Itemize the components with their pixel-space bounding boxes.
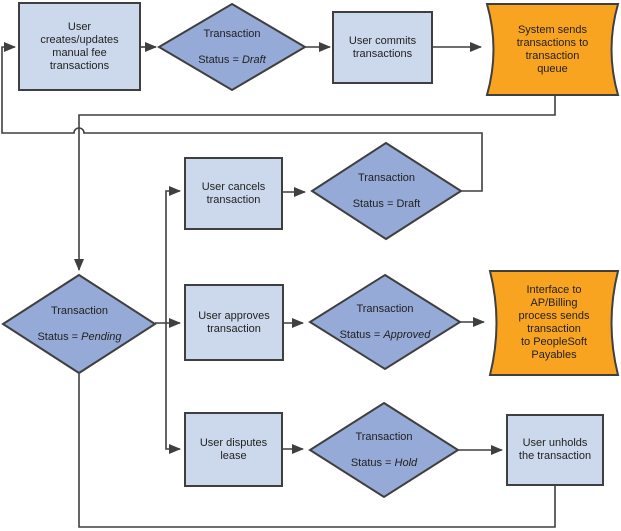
connector-branch-to-cancel — [165, 186, 181, 323]
connector-queue-to-pending — [74, 95, 556, 271]
node-user-approves — [184, 284, 284, 361]
decision-status-hold — [308, 401, 460, 499]
node-user-creates-updates — [18, 2, 141, 91]
connector-branch-to-dispute — [165, 323, 181, 454]
node-user-cancels — [184, 157, 283, 230]
node-user-disputes — [184, 412, 283, 487]
decision-status-pending — [1, 273, 157, 375]
decision-status-approved — [308, 273, 462, 371]
connector-unhold-loop-to-pending — [78, 374, 556, 528]
decision-status-draft-2 — [310, 141, 463, 241]
node-user-commits — [332, 11, 433, 84]
interface-send-queue — [485, 3, 620, 96]
node-user-unholds — [506, 414, 604, 486]
decision-status-draft-1 — [157, 2, 307, 92]
connector-draft2-loop-to-create — [1, 42, 483, 192]
interface-ap-billing — [488, 270, 620, 376]
